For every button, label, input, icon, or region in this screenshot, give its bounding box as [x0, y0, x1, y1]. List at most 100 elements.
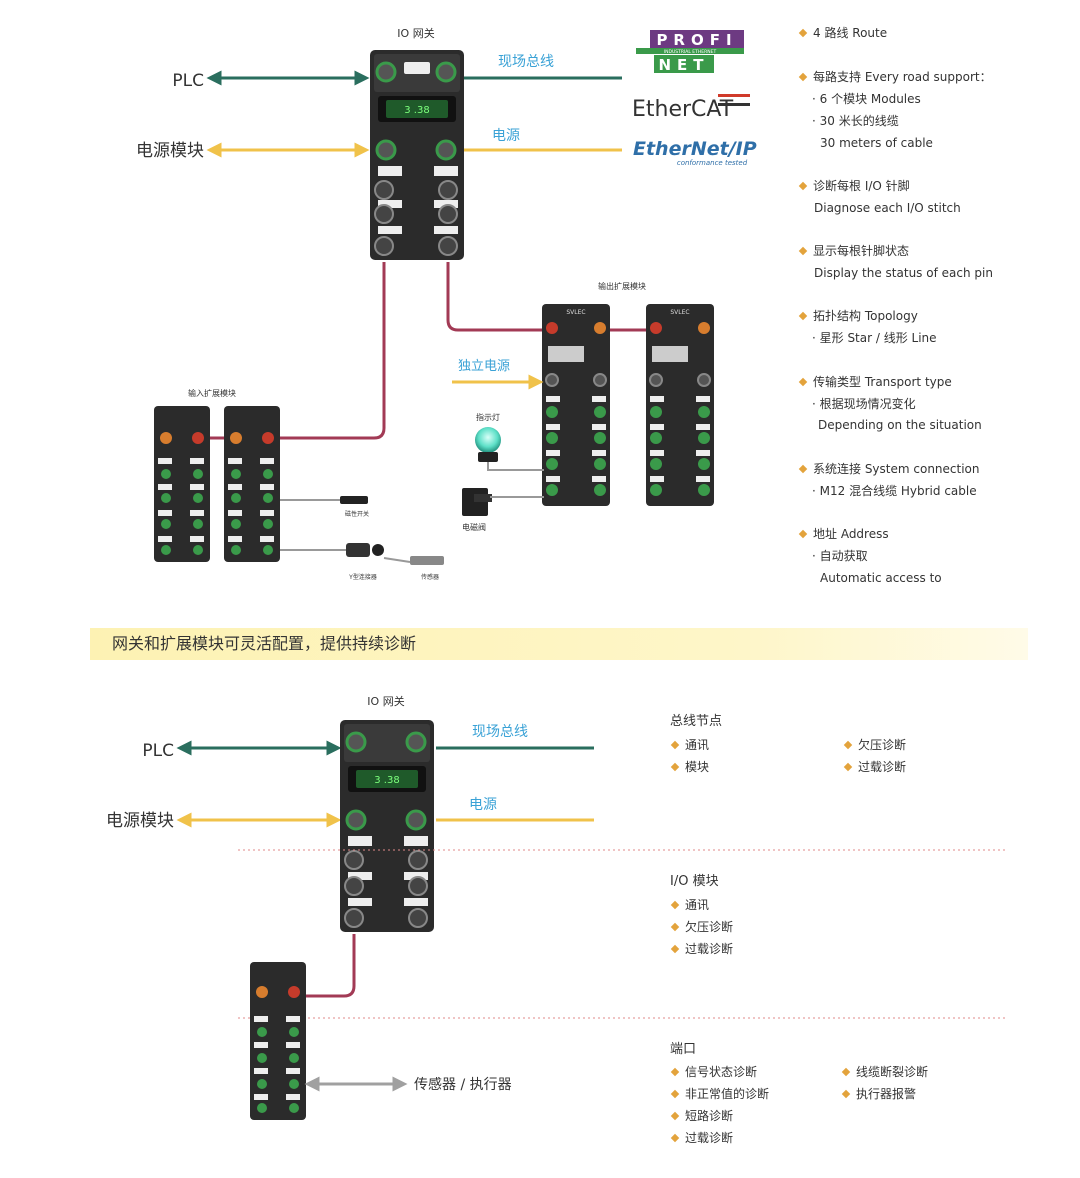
- gateway-display: 3 .38: [404, 105, 429, 116]
- port-item: 信号状态诊断: [670, 1063, 757, 1080]
- feature-cable-cn: · 30 米长的线缆: [812, 114, 899, 128]
- io-module-title: I/O 模块: [670, 874, 719, 889]
- bullet-icon: [670, 762, 680, 772]
- feature-system-connection: 系统连接 System connection: [798, 458, 980, 480]
- svg-text:SVLEC: SVLEC: [670, 309, 689, 316]
- section-banner: 网关和扩展模块可灵活配置，提供持续诊断: [90, 628, 1028, 660]
- y-connector-icon: [346, 543, 384, 557]
- solenoid-valve-icon: [462, 488, 492, 516]
- cable-to-input-modules: [280, 262, 386, 440]
- bottom-plc-label: PLC: [142, 741, 174, 761]
- io-module-item: 过载诊断: [670, 940, 733, 957]
- feature-address-en: Automatic access to: [820, 571, 942, 585]
- bus-node-item: 欠压诊断: [843, 736, 906, 753]
- port-item: 线缆断裂诊断: [841, 1063, 928, 1080]
- cable-to-output-modules: [446, 262, 544, 332]
- feature-route: 4 路线 Route: [798, 22, 887, 44]
- input-expansion-label: 输入扩展模块: [188, 388, 236, 398]
- feature-transport-en: Depending on the situation: [818, 418, 982, 432]
- svg-text:NET: NET: [658, 56, 709, 74]
- port-title: 端口: [670, 1042, 697, 1057]
- bottom-power-module-label: 电源模块: [106, 811, 174, 831]
- sensor-cable: [383, 557, 411, 563]
- independent-power-label: 独立电源: [458, 359, 510, 374]
- feature-cable-en: 30 meters of cable: [820, 136, 933, 150]
- sensor-icon: [410, 556, 444, 565]
- ethercat-logo: EtherCAT: [632, 94, 750, 122]
- feature-transport: 传输类型 Transport type: [798, 371, 952, 393]
- svg-text:conformance tested: conformance tested: [677, 159, 748, 167]
- port-item: 过载诊断: [670, 1129, 733, 1146]
- sensor-label: 传感器: [421, 573, 439, 581]
- feature-transport-cn: · 根据现场情况变化: [812, 397, 916, 411]
- bullet-icon: [798, 311, 808, 321]
- bottom-gateway-title: IO 网关: [367, 694, 404, 708]
- bullet-icon: [798, 181, 808, 191]
- bullet-icon: [841, 1089, 851, 1099]
- svg-text:EtherNet/IP: EtherNet/IP: [633, 138, 757, 160]
- bottom-power-label: 电源: [469, 797, 497, 813]
- bottom-fieldbus-label: 现场总线: [472, 724, 528, 740]
- io-module-item: 通讯: [670, 896, 709, 913]
- feature-diagnose: 诊断每根 I/O 针脚: [798, 175, 910, 197]
- feature-modules: · 6 个模块 Modules: [812, 92, 921, 106]
- svg-text:PROFI: PROFI: [656, 31, 737, 49]
- port-item: 执行器报警: [841, 1085, 916, 1102]
- output-expansion-label: 输出扩展模块: [598, 281, 646, 291]
- solenoid-valve-label: 电磁阀: [462, 522, 486, 532]
- bullet-icon: [670, 1133, 680, 1143]
- sensor-actuator-label: 传感器 / 执行器: [414, 1076, 512, 1093]
- profinet-logo: PROFI INDUSTRIAL ETHERNET NET: [636, 30, 744, 74]
- bottom-cable: [306, 934, 356, 998]
- feature-pin-status: 显示每根针脚状态: [798, 240, 909, 262]
- io-module-item: 欠压诊断: [670, 918, 733, 935]
- bullet-icon: [670, 922, 680, 932]
- power-label: 电源: [492, 128, 520, 144]
- bullet-icon: [798, 377, 808, 387]
- bus-node-title: 总线节点: [670, 714, 723, 729]
- magnetic-switch-icon: [340, 496, 368, 504]
- bullet-icon: [798, 72, 808, 82]
- feature-pin-status-en: Display the status of each pin: [814, 266, 993, 280]
- output-expansion-module-2: SVLEC: [646, 304, 714, 506]
- y-connector-label: Y型连接器: [348, 573, 377, 581]
- bullet-icon: [798, 246, 808, 256]
- input-expansion-module-2: [224, 406, 280, 562]
- bottom-io-gateway-module: 3 .38: [340, 720, 434, 932]
- feature-address-auto: · 自动获取: [812, 549, 868, 563]
- indicator-light-icon: [475, 427, 501, 462]
- bullet-icon: [841, 1067, 851, 1077]
- port-item: 非正常值的诊断: [670, 1085, 769, 1102]
- svg-text:INDUSTRIAL ETHERNET: INDUSTRIAL ETHERNET: [664, 49, 717, 55]
- bullet-icon: [843, 762, 853, 772]
- feature-topology-types: · 星形 Star / 线形 Line: [812, 331, 937, 345]
- bus-node-item: 模块: [670, 758, 709, 775]
- bullet-icon: [670, 1089, 680, 1099]
- bullet-icon: [670, 740, 680, 750]
- bullet-icon: [798, 529, 808, 539]
- gateway-title: IO 网关: [397, 26, 434, 40]
- feature-address: 地址 Address: [798, 523, 889, 545]
- feature-topology: 拓扑结构 Topology: [798, 305, 918, 327]
- input-expansion-module-1: [154, 406, 210, 562]
- svg-text:EtherCAT: EtherCAT: [632, 97, 734, 122]
- bus-node-item: 通讯: [670, 736, 709, 753]
- bullet-icon: [670, 944, 680, 954]
- bullet-icon: [670, 1067, 680, 1077]
- bullet-icon: [670, 900, 680, 910]
- indicator-cable: [487, 462, 544, 471]
- bullet-icon: [670, 1111, 680, 1121]
- port-item: 短路诊断: [670, 1107, 733, 1124]
- io-gateway-module: 3 .38: [370, 50, 464, 260]
- indicator-light-label: 指示灯: [476, 412, 500, 422]
- svg-text:SVLEC: SVLEC: [566, 309, 585, 316]
- plc-label: PLC: [172, 71, 204, 91]
- feature-diagnose-en: Diagnose each I/O stitch: [814, 201, 961, 215]
- feature-road-support: 每路支持 Every road support：: [798, 66, 992, 88]
- bullet-icon: [798, 28, 808, 38]
- magnetic-switch-label: 磁性开关: [345, 510, 369, 518]
- ethernetip-logo: EtherNet/IP conformance tested: [633, 138, 757, 167]
- output-expansion-module-1: SVLEC: [542, 304, 610, 506]
- feature-hybrid-cable: · M12 混合线缆 Hybrid cable: [812, 484, 977, 498]
